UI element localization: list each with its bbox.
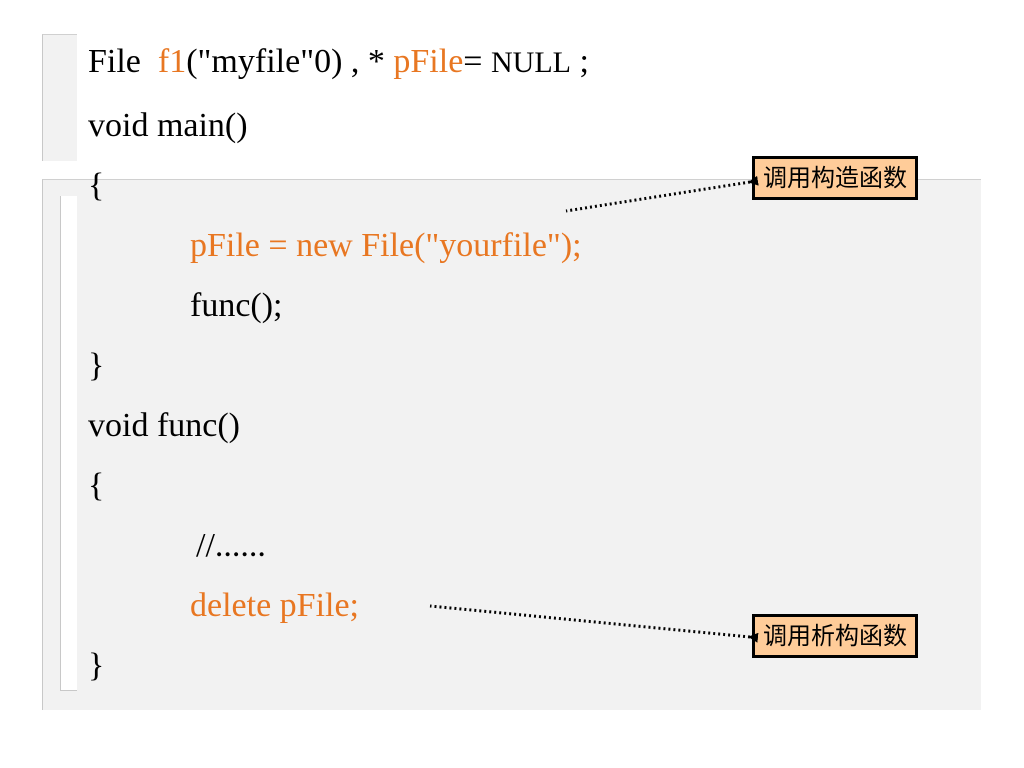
annotation-constructor: 调用构造函数: [752, 156, 918, 200]
type-keyword: File: [88, 43, 158, 80]
code-line-func-close-brace: }: [88, 647, 105, 684]
constructor-args: ("myfile"0) , *: [186, 43, 394, 80]
pointer-name-pfile: pFile: [393, 43, 464, 80]
arrow-to-constructor: [565, 175, 759, 213]
code-line-main-signature: void main(): [88, 107, 248, 144]
assign-operator: =: [463, 43, 491, 80]
statement-end: ;: [570, 43, 589, 80]
code-line-new-file: pFile = new File("yourfile");: [190, 227, 582, 264]
annotation-destructor: 调用析构函数: [752, 614, 918, 658]
code-line-comment: //......: [196, 527, 266, 564]
code-line-main-open-brace: {: [88, 167, 105, 204]
code-line-func-call: func();: [190, 287, 283, 324]
code-line-func-open-brace: {: [88, 467, 105, 504]
code-frame-bracket: [60, 196, 77, 691]
code-line-delete: delete pFile;: [190, 587, 360, 624]
code-line-main-close-brace: }: [88, 347, 105, 384]
code-frame-top: [42, 34, 77, 161]
code-line-func-signature: void func(): [88, 407, 241, 444]
null-literal: NULL: [490, 46, 571, 79]
arrow-to-destructor: [429, 604, 759, 643]
object-name-f1: f1: [157, 43, 187, 80]
code-line-global-decl: File f1("myfile"0) , * pFile= NULL ;: [88, 42, 589, 83]
